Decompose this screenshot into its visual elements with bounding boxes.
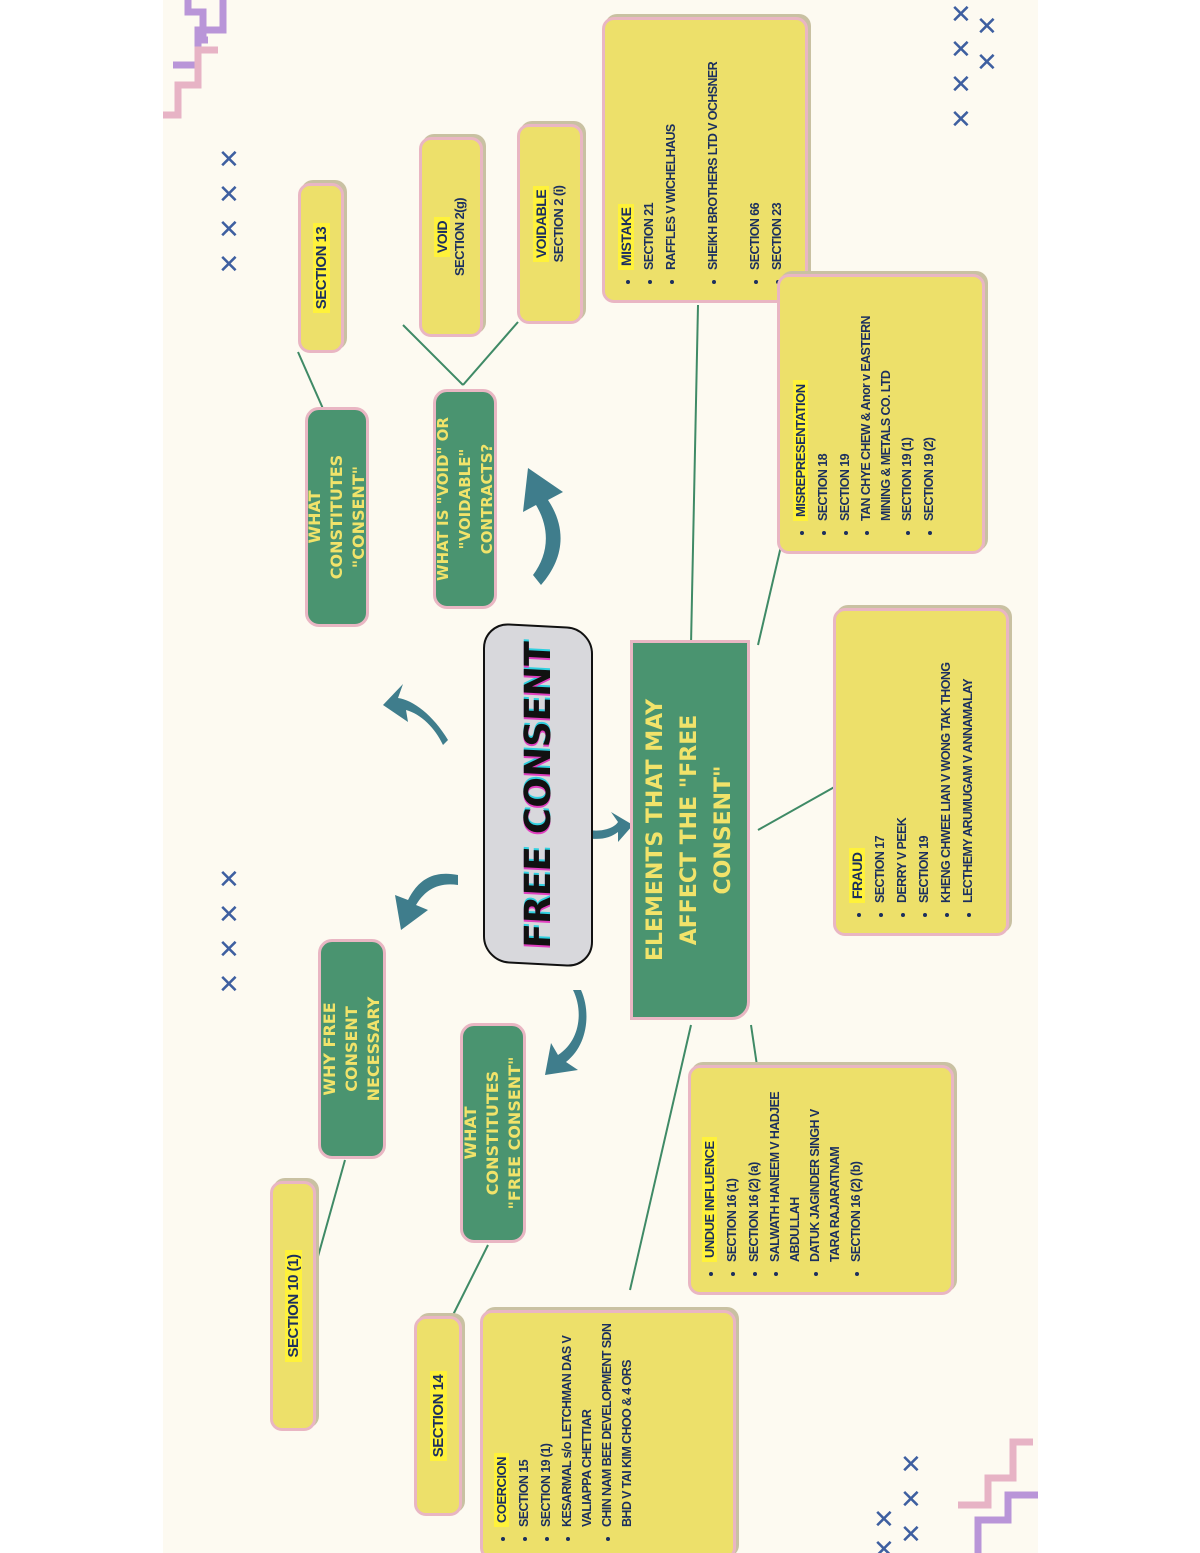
list-item: DERRY V PEEK bbox=[891, 663, 913, 903]
void-ref: SECTION 2(g) bbox=[451, 197, 467, 277]
question-consent-label: WHAT CONSTITUTES "CONSENT" bbox=[305, 454, 368, 580]
box-void: VOID SECTION 2(g) bbox=[419, 137, 483, 337]
x-mark-icon: ✕ bbox=[950, 0, 972, 30]
undue-title-item: UNDUE INFLUENCE bbox=[699, 1082, 721, 1262]
fraud-title-item: FRAUD bbox=[846, 663, 869, 903]
misrep-title-item: MISREPRESENTATION bbox=[790, 281, 812, 521]
box-fraud: FRAUD SECTION 17 DERRY V PEEK SECTION 19… bbox=[833, 608, 1009, 936]
list-item: SECTION 16 (2) (a) bbox=[743, 1082, 765, 1262]
list-item: SECTION 16 (2) (b) bbox=[845, 1082, 867, 1262]
node-what-constitutes-consent: WHAT CONSTITUTES "CONSENT" bbox=[305, 407, 369, 627]
list-item: SECTION 23 bbox=[766, 62, 788, 270]
list-item: SECTION 19 (2) bbox=[918, 281, 940, 521]
mistake-list: MISTAKE SECTION 21 RAFFLES V WICHELHAUS … bbox=[615, 62, 788, 288]
box-misrepresentation: MISREPRESENTATION SECTION 18 SECTION 19 … bbox=[777, 274, 985, 554]
line-voidable bbox=[462, 321, 519, 386]
x-mark-icon: ✕ bbox=[950, 70, 972, 100]
fraud-list: FRAUD SECTION 17 DERRY V PEEK SECTION 19… bbox=[846, 663, 979, 921]
x-mark-icon: ✕ bbox=[218, 250, 240, 280]
x-mark-icon: ✕ bbox=[976, 12, 998, 42]
list-item: SECTION 16 (1) bbox=[721, 1082, 743, 1262]
list-item: TAN CHYE CHEW & Anor v EASTERN MINING & … bbox=[856, 281, 896, 521]
elements-title: ELEMENTS THAT MAY AFFECT THE "FREE CONSE… bbox=[643, 698, 736, 962]
list-item: CHIN NAM BEE DEVELOPMENT SDN BHD V TAI K… bbox=[597, 1317, 637, 1527]
node-why-free-consent: WHY FREE CONSENT NECESSARY bbox=[318, 939, 386, 1159]
x-mark-icon: ✕ bbox=[873, 1535, 895, 1553]
box-section-13: SECTION 13 bbox=[298, 183, 344, 353]
list-item: DATUK JAGINDER SINGH V TARA RAJARATNAM bbox=[805, 1082, 845, 1262]
list-item: SECTION 19 (1) bbox=[896, 281, 918, 521]
list-item: SHEIKH BROTHERS LTD V OCHSNER bbox=[702, 62, 724, 270]
voidable-label: VOIDABLE bbox=[532, 185, 549, 263]
question-free-consent-label: WHAT CONSTITUTES "FREE CONSENT" bbox=[461, 1056, 524, 1210]
section-10-label: SECTION 10 (1) bbox=[284, 1250, 302, 1362]
x-mark-icon: ✕ bbox=[900, 1485, 922, 1515]
node-void-voidable: WHAT IS "VOID" OR "VOIDABLE" CONTRACTS? bbox=[433, 389, 497, 609]
fraud-title: FRAUD bbox=[849, 848, 865, 903]
x-mark-icon: ✕ bbox=[950, 35, 972, 65]
list-item: SECTION 19 bbox=[834, 281, 856, 521]
arrow-up-right bbox=[523, 468, 563, 585]
question-why-label: WHY FREE CONSENT NECESSARY bbox=[320, 996, 383, 1102]
section-14-label: SECTION 14 bbox=[429, 1370, 447, 1462]
x-mark-icon: ✕ bbox=[900, 1450, 922, 1480]
coercion-title-item: COERCION bbox=[491, 1317, 513, 1527]
mistake-title: MISTAKE bbox=[618, 203, 634, 270]
line-coercion bbox=[629, 1024, 692, 1291]
section-13-label: SECTION 13 bbox=[312, 222, 330, 314]
node-what-constitutes-free-consent: WHAT CONSTITUTES "FREE CONSENT" bbox=[460, 1023, 526, 1243]
arrow-up-left bbox=[383, 684, 448, 745]
box-section-14: SECTION 14 bbox=[414, 1316, 462, 1516]
misrep-title: MISREPRESENTATION bbox=[793, 380, 808, 521]
box-undue-influence: UNDUE INFLUENCE SECTION 16 (1) SECTION 1… bbox=[688, 1065, 954, 1295]
box-voidable: VOIDABLE SECTION 2 (i) bbox=[517, 124, 583, 324]
list-item: KHENG CHWEE LIAN V WONG TAK THONG bbox=[935, 663, 957, 903]
list-item: SECTION 19 bbox=[913, 663, 935, 903]
x-mark-icon: ✕ bbox=[218, 180, 240, 210]
line-mistake bbox=[690, 304, 699, 646]
line-fraud bbox=[757, 784, 839, 831]
list-item: RAFFLES V WICHELHAUS bbox=[660, 62, 682, 270]
x-mark-icon: ✕ bbox=[950, 105, 972, 135]
coercion-list: COERCION SECTION 15 SECTION 19 (1) KESAR… bbox=[491, 1317, 637, 1545]
list-item: SECTION 21 bbox=[638, 62, 660, 270]
elements-node: ELEMENTS THAT MAY AFFECT THE "FREE CONSE… bbox=[630, 640, 750, 1020]
undue-title: UNDUE INFLUENCE bbox=[702, 1137, 717, 1262]
list-item: SECTION 15 bbox=[513, 1317, 535, 1527]
x-mark-icon: ✕ bbox=[976, 48, 998, 78]
list-item: LECTHEMY ARUMUGAM V ANNAMALAY bbox=[957, 663, 979, 903]
x-mark-icon: ✕ bbox=[218, 865, 240, 895]
list-item: KESARMAL s/o LETCHMAN DAS V VALIAPPA CHE… bbox=[557, 1317, 597, 1527]
box-section-10-1: SECTION 10 (1) bbox=[270, 1181, 316, 1431]
line-void bbox=[402, 324, 464, 386]
mind-map-page: ✕ ✕ ✕ ✕ ✕ ✕ ✕ ✕ ✕ ✕ ✕ ✕ ✕ ✕ ✕ ✕ ✕ ✕ ✕ FR… bbox=[163, 0, 1038, 1553]
x-mark-icon: ✕ bbox=[900, 1520, 922, 1550]
x-mark-icon: ✕ bbox=[873, 1505, 895, 1535]
question-void-voidable-label: WHAT IS "VOID" OR "VOIDABLE" CONTRACTS? bbox=[434, 417, 496, 581]
arrow-down-left bbox=[395, 873, 458, 930]
x-mark-icon: ✕ bbox=[218, 900, 240, 930]
box-mistake: MISTAKE SECTION 21 RAFFLES V WICHELHAUS … bbox=[602, 17, 808, 303]
list-item: SECTION 66 bbox=[744, 62, 766, 270]
misrep-list: MISREPRESENTATION SECTION 18 SECTION 19 … bbox=[790, 281, 940, 539]
center-node: FREE CONSENT bbox=[483, 622, 593, 968]
list-item: SALWATH HANEEM V HADJEE ABDULLAH bbox=[765, 1082, 805, 1262]
box-coercion: COERCION SECTION 15 SECTION 19 (1) KESAR… bbox=[480, 1310, 736, 1553]
zigzag-purple-top bbox=[184, 0, 208, 44]
center-title: FREE CONSENT bbox=[517, 640, 559, 950]
x-mark-icon: ✕ bbox=[218, 935, 240, 965]
line-section14 bbox=[452, 1244, 489, 1316]
void-label: VOID bbox=[433, 216, 450, 258]
x-mark-icon: ✕ bbox=[218, 215, 240, 245]
mistake-title-item: MISTAKE bbox=[615, 62, 638, 270]
x-mark-icon: ✕ bbox=[218, 145, 240, 175]
list-item: SECTION 17 bbox=[869, 663, 891, 903]
x-mark-icon: ✕ bbox=[218, 970, 240, 1000]
undue-list: UNDUE INFLUENCE SECTION 16 (1) SECTION 1… bbox=[699, 1082, 867, 1280]
list-item: SECTION 19 (1) bbox=[535, 1317, 557, 1527]
list-item: SECTION 18 bbox=[812, 281, 834, 521]
voidable-ref: SECTION 2 (i) bbox=[550, 185, 566, 263]
arrow-down-right bbox=[545, 990, 587, 1075]
coercion-title: COERCION bbox=[494, 1452, 509, 1527]
